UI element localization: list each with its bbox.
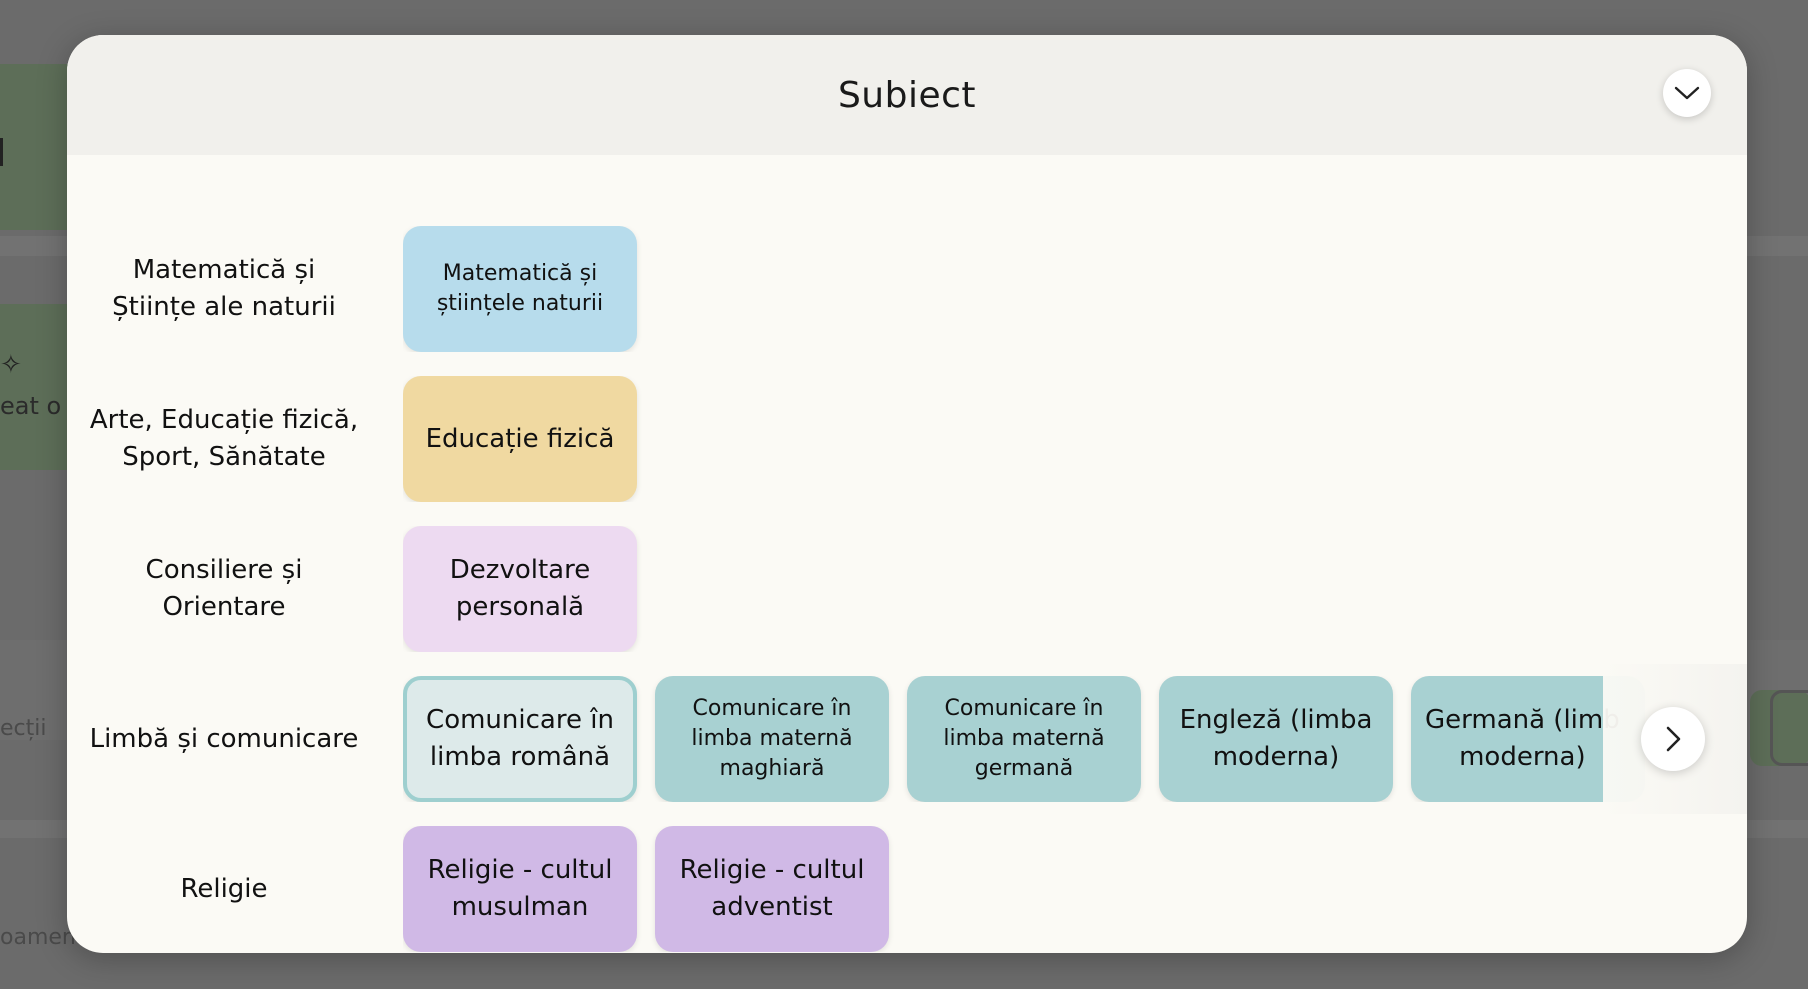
background-cursor-bar <box>0 138 3 166</box>
modal-title: Subiect <box>837 74 977 116</box>
category-row: Limbă și comunicare Comunicare în limba … <box>67 664 1747 814</box>
category-row: Religie Religie - cultul musulman Religi… <box>67 826 1747 952</box>
subject-chip-list: Dezvoltare personală <box>403 526 1667 652</box>
background-text: ecții <box>0 716 47 741</box>
subject-modal: Subiect Matematică și Științe ale naturi… <box>67 35 1747 953</box>
category-label: Limbă și comunicare <box>89 723 359 754</box>
background-button <box>1770 690 1808 766</box>
background-button <box>1750 690 1808 766</box>
subject-chip-label: Matematică și științele naturii <box>436 261 604 316</box>
subject-chip[interactable]: Religie - cultul adventist <box>655 826 889 952</box>
subject-chip-label: Religie - cultul adventist <box>679 855 865 922</box>
category-row: Consiliere și Orientare Dezvoltare perso… <box>67 526 1747 652</box>
modal-header: Subiect <box>67 35 1747 155</box>
category-label: Matematică și Științe ale naturii <box>112 255 336 322</box>
subject-chip-label: Dezvoltare personală <box>449 555 591 622</box>
background-text: eat o <box>0 392 62 420</box>
subject-chip-label: Comunicare în limba română <box>426 705 614 772</box>
category-label: Consiliere și Orientare <box>145 555 303 622</box>
category-label: Arte, Educație fizică, Sport, Sănătate <box>89 405 359 472</box>
chevron-right-icon <box>1666 726 1681 752</box>
subject-chip-list: Educație fizică <box>403 376 1667 502</box>
subject-chip[interactable]: Educație fizică <box>403 376 637 502</box>
background-text: oamen <box>0 925 76 950</box>
subject-chip-list: Matematică și științele naturii <box>403 226 1667 352</box>
category-label: Religie <box>180 873 268 904</box>
subject-chip-label: Engleză (limba moderna) <box>1179 705 1373 772</box>
sparkle-icon: ✧ <box>0 350 22 380</box>
subject-chip-list: Comunicare în limba română Comunicare în… <box>403 676 1667 802</box>
subject-chip[interactable]: Comunicare în limba maternă maghiară <box>655 676 889 802</box>
scroll-right-button[interactable] <box>1641 707 1705 771</box>
subject-chip-label: Germană (limb moderna) <box>1425 705 1620 772</box>
subject-chip[interactable]: Comunicare în limba română <box>403 676 637 802</box>
subject-chip[interactable]: Dezvoltare personală <box>403 526 637 652</box>
subject-chip[interactable]: Comunicare în limba maternă germană <box>907 676 1141 802</box>
subject-chip[interactable]: Religie - cultul musulman <box>403 826 637 952</box>
collapse-button[interactable] <box>1663 69 1711 117</box>
subject-chip[interactable]: Matematică și științele naturii <box>403 226 637 352</box>
subject-chip[interactable]: Engleză (limba moderna) <box>1159 676 1393 802</box>
subject-chip-label: Educație fizică <box>425 423 615 454</box>
category-row: Arte, Educație fizică, Sport, Sănătate E… <box>67 376 1747 502</box>
chevron-down-icon <box>1674 86 1700 100</box>
subject-chip-label: Comunicare în limba maternă maghiară <box>691 696 853 781</box>
subject-chip-list: Religie - cultul musulman Religie - cult… <box>403 826 1667 952</box>
subject-chip-label: Comunicare în limba maternă germană <box>943 696 1105 781</box>
category-row: Matematică și Științe ale naturii Matema… <box>67 226 1747 352</box>
subject-chip-label: Religie - cultul musulman <box>427 855 613 922</box>
